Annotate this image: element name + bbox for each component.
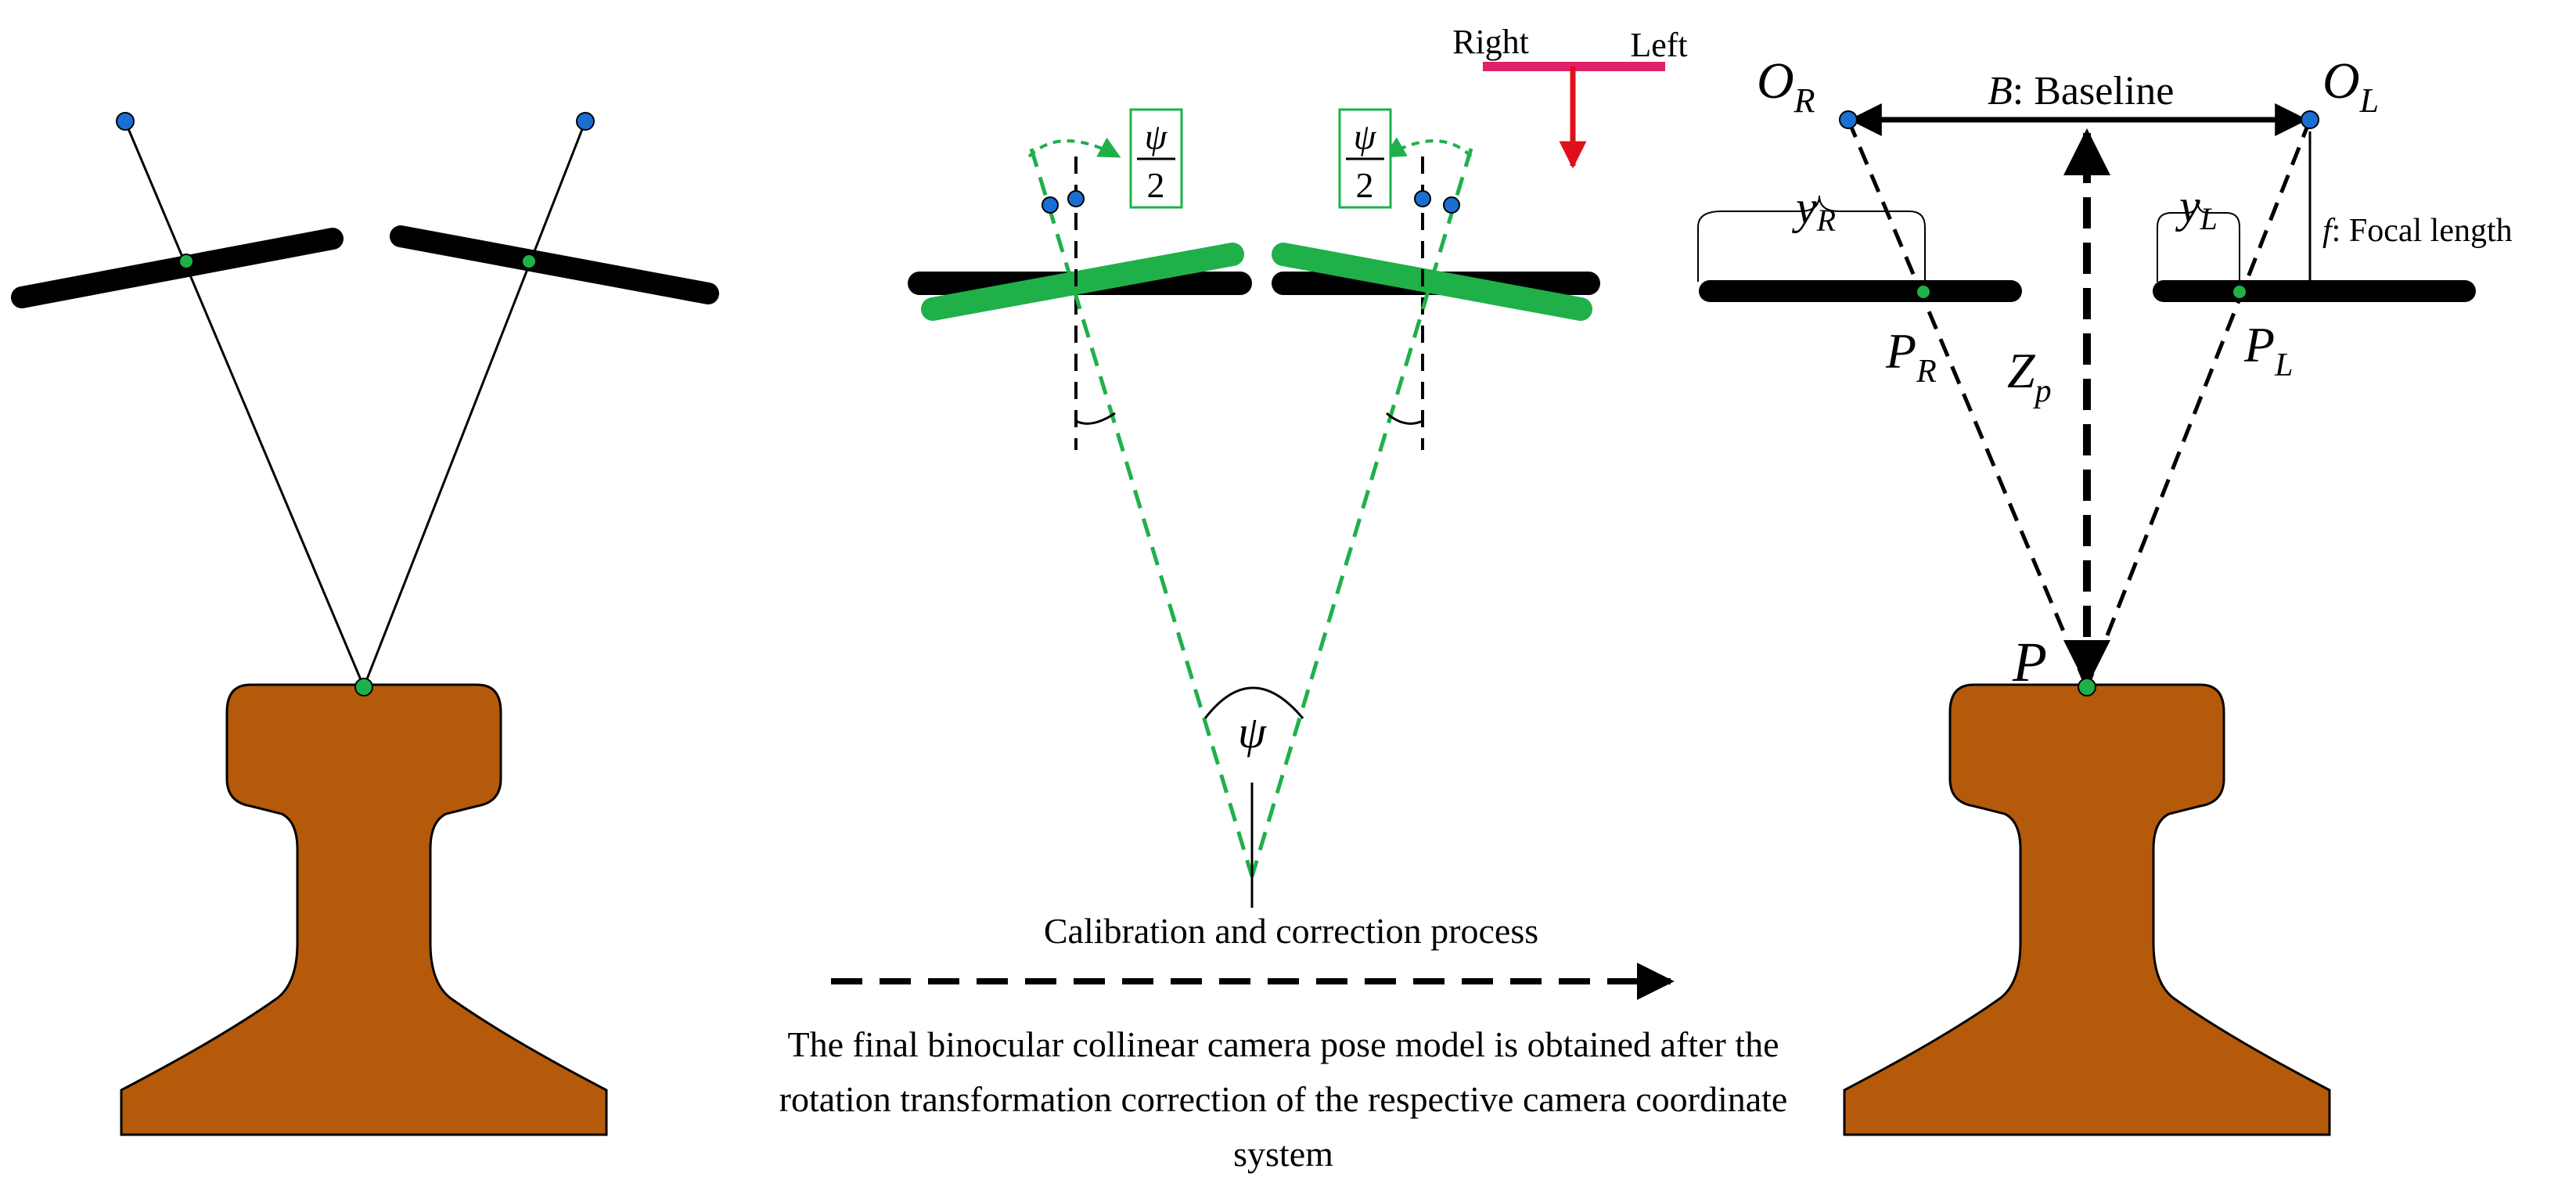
camera-center-dot [576,112,595,131]
o-left-label: OL [2322,52,2379,120]
direction-right-label: Right [1452,23,1529,61]
corrected-sensor-right [921,243,1244,321]
rail-profile-icon [120,683,608,1136]
tilt-angle-arc-left [1386,412,1423,425]
image-point-dot [1916,284,1931,300]
convergence-angle-arc [1203,686,1304,719]
image-point-dot [2232,284,2247,300]
o-right-label: OR [1757,52,1815,120]
target-point-label: P [2012,631,2047,693]
middle-panel: ψ 2 ψ 2 ψ Right Left Calibration and cor… [779,23,1788,1174]
p-right-label: PR [1885,323,1937,390]
depth-label: Zp [2007,343,2052,409]
camera-center-dot [1414,190,1431,207]
half-angle-denominator: 2 [1147,165,1165,205]
baseline-label: B: Baseline [1988,69,2174,113]
ray-right-camera [1846,119,2089,688]
green-ray-left [1250,148,1473,877]
half-angle-denominator: 2 [1356,165,1374,205]
camera-center-dot [1067,190,1085,207]
camera-center-dot [1443,196,1460,214]
right-panel: OR OL B: Baseline yR yL f: Focal length … [1697,52,2513,1136]
rotation-arrow-right [1027,137,1121,158]
convergence-angle-label: ψ [1238,707,1267,758]
y-right-label: yR [1791,182,1836,238]
camera-center-dot [1042,196,1059,214]
left-sensor-left-camera [390,225,719,304]
caption-line: The final binocular collinear camera pos… [787,1024,1779,1064]
corrected-sensor-left [1272,243,1592,321]
left-ray-left-camera [362,121,587,688]
target-point-dot [354,678,373,696]
rotation-arrow-left [1383,137,1473,158]
half-angle-numerator: ψ [1145,117,1168,157]
y-left-label: yL [2175,180,2218,236]
image-point-dot [521,254,537,269]
caption-line: rotation transformation correction of th… [779,1079,1788,1119]
target-point-dot [2078,678,2096,696]
camera-center-dot [1839,110,1858,129]
rail-profile-icon [1843,683,2331,1136]
image-point-dot [178,254,194,269]
y-left-brace [2157,199,2240,282]
green-ray-right [1029,148,1254,877]
direction-left-label: Left [1630,26,1687,64]
caption-line: system [1233,1134,1333,1174]
ray-left-camera [2085,119,2312,688]
y-right-brace [1697,195,1926,282]
half-angle-numerator: ψ [1354,117,1377,157]
camera-center-dot [116,112,135,131]
left-sensor-right-camera [11,228,344,308]
focal-length-label: f: Focal length [2322,213,2513,249]
left-panel [11,112,719,1136]
process-label: Calibration and correction process [1044,911,1538,951]
camera-center-dot [2301,110,2319,129]
left-ray-right-camera [124,121,365,688]
tilt-angle-arc-right [1075,412,1116,425]
p-left-label: PL [2243,317,2293,383]
